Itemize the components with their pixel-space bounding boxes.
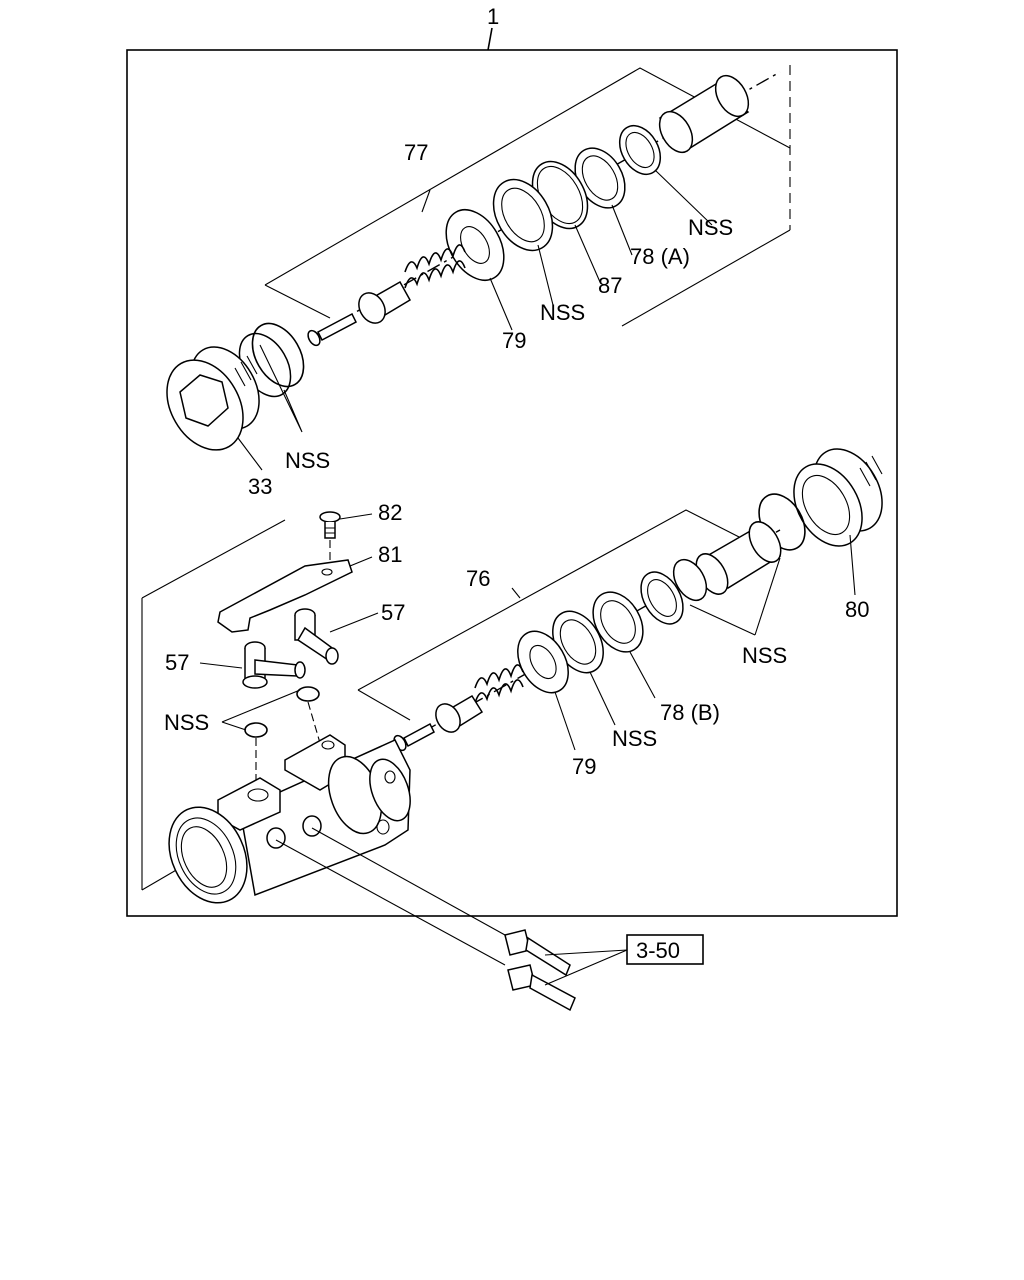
upper-oring-b [251,322,305,388]
assembly-frame [126,27,898,917]
label-screw-82: 82 [378,500,402,525]
lower-small-oring-b [244,722,268,738]
label-washer-lower: 79 [572,754,596,779]
lower-kit-outline [141,509,746,891]
lower-retainer [435,694,484,733]
label-assembly: 1 [487,4,499,29]
union-57-left [242,641,306,689]
label-union-right: 57 [381,600,405,625]
lower-seal-ring-a [672,558,708,602]
label-ring-87: 87 [598,273,622,298]
upper-nss-cup [492,178,554,252]
label-union-left: 57 [165,650,189,675]
plug-80 [793,448,883,547]
label-nss-lower-mid: NSS [612,726,657,751]
union-57-right [294,608,339,665]
lower-small-oring-a [296,686,320,702]
lower-seal-ring-b [640,571,684,625]
lower-washer-79 [517,630,569,694]
label-nss-upper-oring: NSS [285,448,330,473]
reference-box-label: 3-50 [636,938,680,963]
cylinder-body [168,734,411,904]
label-bracket-81: 81 [378,542,402,567]
plug-33 [166,346,260,451]
label-nss-lower-right: NSS [742,643,787,668]
label-washer-upper: 79 [502,328,526,353]
lower-spring [474,664,524,704]
pipe-fitting-lower [507,964,576,1012]
label-upper-kit: 77 [404,140,428,165]
label-cup-78b: 78 (B) [660,700,720,725]
upper-bolt [307,312,357,347]
label-plug-80: 80 [845,597,869,622]
upper-kit-outline [264,65,791,327]
upper-spring [404,244,466,289]
pipe-line-upper [311,827,506,936]
label-nss-lower-left: NSS [164,710,209,735]
leader-lines [199,169,856,986]
part-labels: 1 77 NSS 78 (A) 87 NSS 79 NSS 33 82 81 7… [164,4,869,779]
screw-82 [319,511,341,539]
label-plug-33: 33 [248,474,272,499]
upper-seal-ring [618,125,662,175]
pipe-line-lower [275,839,506,966]
label-lower-kit: 76 [466,566,490,591]
reference-box[interactable]: 3-50 [626,934,704,965]
label-nss-upper-mid: NSS [540,300,585,325]
bracket-81 [217,559,353,633]
label-nss-upper-right: NSS [688,215,733,240]
label-cup-78a: 78 (A) [630,244,690,269]
pipe-fitting-upper [504,929,571,977]
upper-sleeve [658,74,750,154]
upper-retainer [358,280,412,324]
